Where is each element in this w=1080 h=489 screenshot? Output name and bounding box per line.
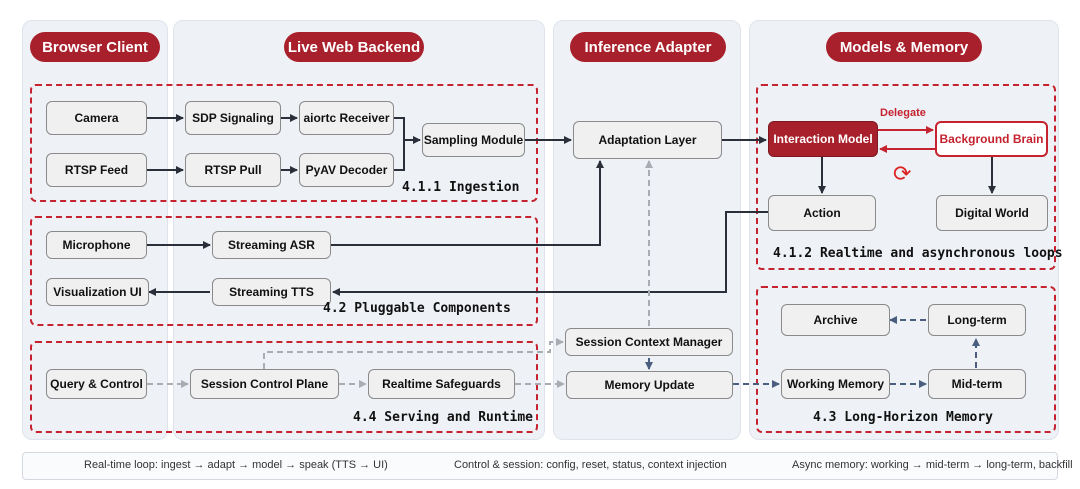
group-pluggable — [30, 216, 538, 326]
label-pluggable: 4.2 Pluggable Components — [323, 301, 511, 316]
edge-action-tts — [332, 211, 768, 296]
group-memory — [756, 286, 1056, 433]
label-memory: 4.3 Long-Horizon Memory — [813, 410, 994, 425]
node-digital-world: Digital World — [936, 195, 1048, 231]
edge-aiortc-sampling — [394, 117, 421, 144]
node-session-control-plane: Session Control Plane — [190, 369, 339, 399]
edge-pyav-sampling — [394, 140, 405, 171]
node-working-memory: Working Memory — [781, 369, 890, 399]
lane-title-inference-adapter: Inference Adapter — [570, 32, 726, 62]
node-camera: Camera — [46, 101, 147, 135]
node-action: Action — [768, 195, 876, 231]
group-loops — [756, 84, 1056, 270]
label-loops: 4.1.2 Realtime and asynchronous loops — [773, 246, 1063, 261]
node-visualization-ui: Visualization UI — [46, 278, 149, 306]
group-ingestion — [30, 84, 538, 202]
legend-text-async: Async memory: working → mid-term → long-… — [792, 459, 1073, 471]
node-pyav-decoder: PyAV Decoder — [299, 153, 394, 187]
lane-inference-adapter — [553, 20, 741, 440]
node-interaction-model: Interaction Model — [768, 121, 878, 157]
node-long-term: Long-term — [928, 304, 1026, 336]
lane-title-browser-client: Browser Client — [30, 32, 160, 62]
lane-title-live-web-backend: Live Web Backend — [284, 32, 424, 62]
node-rtsp-pull: RTSP Pull — [185, 153, 281, 187]
node-archive: Archive — [781, 304, 890, 336]
sync-cycle-icon: ⟳ — [893, 161, 912, 186]
legend-text-realtime: Real-time loop: ingest → adapt → model →… — [84, 459, 388, 471]
node-realtime-safeguards: Realtime Safeguards — [368, 369, 515, 399]
node-microphone: Microphone — [46, 231, 147, 259]
node-memory-update: Memory Update — [566, 371, 733, 399]
node-query-control: Query & Control — [46, 369, 147, 399]
node-session-context-manager: Session Context Manager — [565, 328, 733, 356]
node-background-brain: Background Brain — [935, 121, 1048, 157]
legend-text-control: Control & session: config, reset, status… — [454, 459, 727, 471]
edge-asr-adaptation — [331, 160, 604, 246]
label-ingestion: 4.1.1 Ingestion — [402, 180, 520, 195]
node-adaptation-layer: Adaptation Layer — [573, 121, 722, 159]
node-rtsp-feed: RTSP Feed — [46, 153, 147, 187]
label-delegate: Delegate — [880, 107, 926, 119]
legend — [22, 452, 1058, 480]
node-aiortc-receiver: aiortc Receiver — [299, 101, 394, 135]
group-serving — [30, 341, 538, 433]
label-serving: 4.4 Serving and Runtime — [353, 410, 534, 425]
node-mid-term: Mid-term — [928, 369, 1026, 399]
node-streaming-tts: Streaming TTS — [212, 278, 331, 306]
node-sampling-module: Sampling Module — [422, 123, 525, 157]
node-sdp-signaling: SDP Signaling — [185, 101, 281, 135]
edge-session-contextmgr — [263, 338, 564, 369]
node-streaming-asr: Streaming ASR — [212, 231, 331, 259]
lane-title-models-memory: Models & Memory — [826, 32, 982, 62]
